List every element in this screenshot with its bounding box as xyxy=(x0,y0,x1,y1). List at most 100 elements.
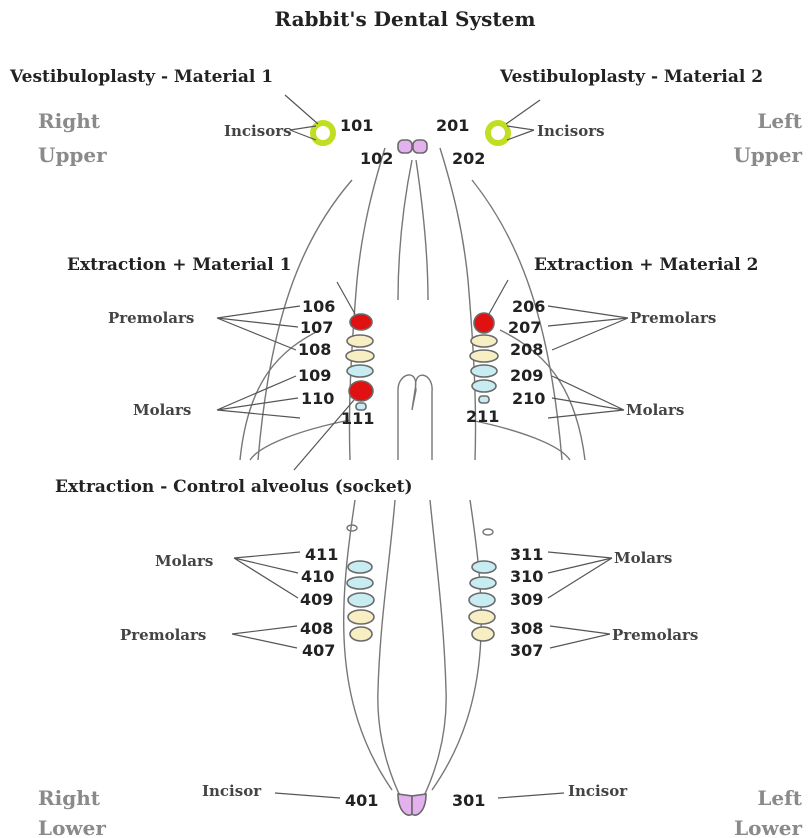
tooth-number-106: 106 xyxy=(302,297,335,316)
molars-upper-right-label: Molars xyxy=(133,401,191,419)
tooth-number-111: 111 xyxy=(341,409,374,428)
upper-jaw-inner-outline xyxy=(398,160,428,300)
page-title: Rabbit's Dental System xyxy=(274,7,535,31)
quadrant-left-upper-line1: Left xyxy=(757,109,802,133)
tooth-107 xyxy=(347,335,373,347)
vestibuloplasty-ring-left xyxy=(488,123,508,143)
tooth-number-409: 409 xyxy=(300,590,333,609)
molars-lower-right-leaders xyxy=(234,552,300,598)
tooth-number-208: 208 xyxy=(510,340,543,359)
quadrant-right-lower-line1: Right xyxy=(38,786,101,810)
premolars-lower-right-leaders xyxy=(232,626,297,648)
tooth-number-211: 211 xyxy=(466,407,499,426)
tooth-109 xyxy=(347,365,373,377)
vestibuloplasty-2-leader xyxy=(506,100,540,124)
tooth-number-206: 206 xyxy=(512,297,545,316)
tooth-110 xyxy=(349,381,373,401)
tooth-number-202: 202 xyxy=(452,149,485,168)
tooth-number-309: 309 xyxy=(510,590,543,609)
lower-left-ramus-outline xyxy=(432,500,481,790)
tooth-308-b xyxy=(472,627,494,641)
lower-jaw-outline xyxy=(378,500,446,800)
lower-right-ramus-outline xyxy=(344,500,392,790)
tooth-number-207: 207 xyxy=(508,318,541,337)
extraction-1-label: Extraction + Material 1 xyxy=(67,255,292,275)
tooth-401 xyxy=(398,794,412,815)
quadrant-right-upper-line1: Right xyxy=(38,109,101,133)
tooth-207 xyxy=(471,335,497,347)
tooth-308-a xyxy=(469,610,495,624)
molars-right-leaders xyxy=(217,376,300,418)
tooth-number-101: 101 xyxy=(340,116,373,135)
molars-left-leaders xyxy=(548,376,624,418)
tooth-311 xyxy=(472,561,496,573)
tooth-number-401: 401 xyxy=(345,791,378,810)
tooth-number-311: 311 xyxy=(510,545,543,564)
vestibuloplasty-1-label: Vestibuloplasty - Material 1 xyxy=(9,67,273,87)
left-mental-foramen xyxy=(483,529,493,535)
tooth-108 xyxy=(346,350,374,362)
molars-upper-left-label: Molars xyxy=(626,401,684,419)
quadrant-left-lower-line1: Left xyxy=(757,786,802,810)
tooth-408-b xyxy=(350,627,372,641)
tooth-number-411: 411 xyxy=(305,545,338,564)
tooth-309 xyxy=(469,593,495,607)
tooth-number-307: 307 xyxy=(510,641,543,660)
extraction-1-leader xyxy=(337,282,355,314)
extraction-2-label: Extraction + Material 2 xyxy=(534,255,759,275)
incisor-lower-right-label: Incisor xyxy=(202,782,262,800)
tooth-number-109: 109 xyxy=(298,366,331,385)
premolars-upper-right-label: Premolars xyxy=(108,309,194,327)
extraction-control-label: Extraction - Control alveolus (socket) xyxy=(55,477,413,497)
tooth-number-301: 301 xyxy=(452,791,485,810)
tooth-410 xyxy=(347,577,373,589)
premolars-lower-right-label: Premolars xyxy=(120,626,206,644)
tooth-201-202 xyxy=(413,140,427,153)
premolars-right-leaders xyxy=(217,306,300,350)
incisors-left-label: Incisors xyxy=(537,122,605,140)
tooth-408-a xyxy=(348,610,374,624)
vestibuloplasty-2-label: Vestibuloplasty - Material 2 xyxy=(499,67,763,87)
molars-lower-left-leaders xyxy=(548,552,612,598)
tooth-411 xyxy=(348,561,372,573)
tooth-number-108: 108 xyxy=(298,340,331,359)
palate-outline xyxy=(398,375,432,460)
extraction-2-leader xyxy=(489,280,508,314)
premolars-left-leaders xyxy=(548,306,628,350)
tooth-209 xyxy=(471,365,497,377)
tooth-409 xyxy=(348,593,374,607)
tooth-106 xyxy=(350,314,372,330)
quadrant-left-upper-line2: Upper xyxy=(733,143,802,167)
tooth-number-408: 408 xyxy=(300,619,333,638)
tooth-number-310: 310 xyxy=(510,567,543,586)
incisor-lower-right-leader xyxy=(275,793,340,798)
tooth-number-102: 102 xyxy=(360,149,393,168)
premolars-lower-left-label: Premolars xyxy=(612,626,698,644)
tooth-number-410: 410 xyxy=(301,567,334,586)
tooth-211 xyxy=(479,396,489,403)
tooth-301 xyxy=(412,794,426,815)
tooth-210 xyxy=(472,380,496,392)
tooth-number-407: 407 xyxy=(302,641,335,660)
skull-outline xyxy=(240,148,585,800)
molars-lower-left-label: Molars xyxy=(614,549,672,567)
vestibuloplasty-1-leader xyxy=(285,95,318,124)
tooth-101-102 xyxy=(398,140,412,153)
incisors-right-label: Incisors xyxy=(224,122,292,140)
incisors-left-leaders xyxy=(507,126,534,140)
quadrant-right-lower-line2: Lower xyxy=(38,816,106,838)
tooth-310 xyxy=(470,577,496,589)
tooth-number-107: 107 xyxy=(300,318,333,337)
tooth-number-110: 110 xyxy=(301,389,334,408)
quadrant-right-upper-line2: Upper xyxy=(38,143,107,167)
tooth-number-201: 201 xyxy=(436,116,469,135)
leader-lines xyxy=(217,95,628,798)
tooth-number-210: 210 xyxy=(512,389,545,408)
premolars-lower-left-leaders xyxy=(550,626,610,648)
quadrant-left-lower-line2: Lower xyxy=(734,816,802,838)
tooth-number-308: 308 xyxy=(510,619,543,638)
tooth-206 xyxy=(474,313,494,333)
premolars-upper-left-label: Premolars xyxy=(630,309,716,327)
incisor-lower-left-label: Incisor xyxy=(568,782,628,800)
